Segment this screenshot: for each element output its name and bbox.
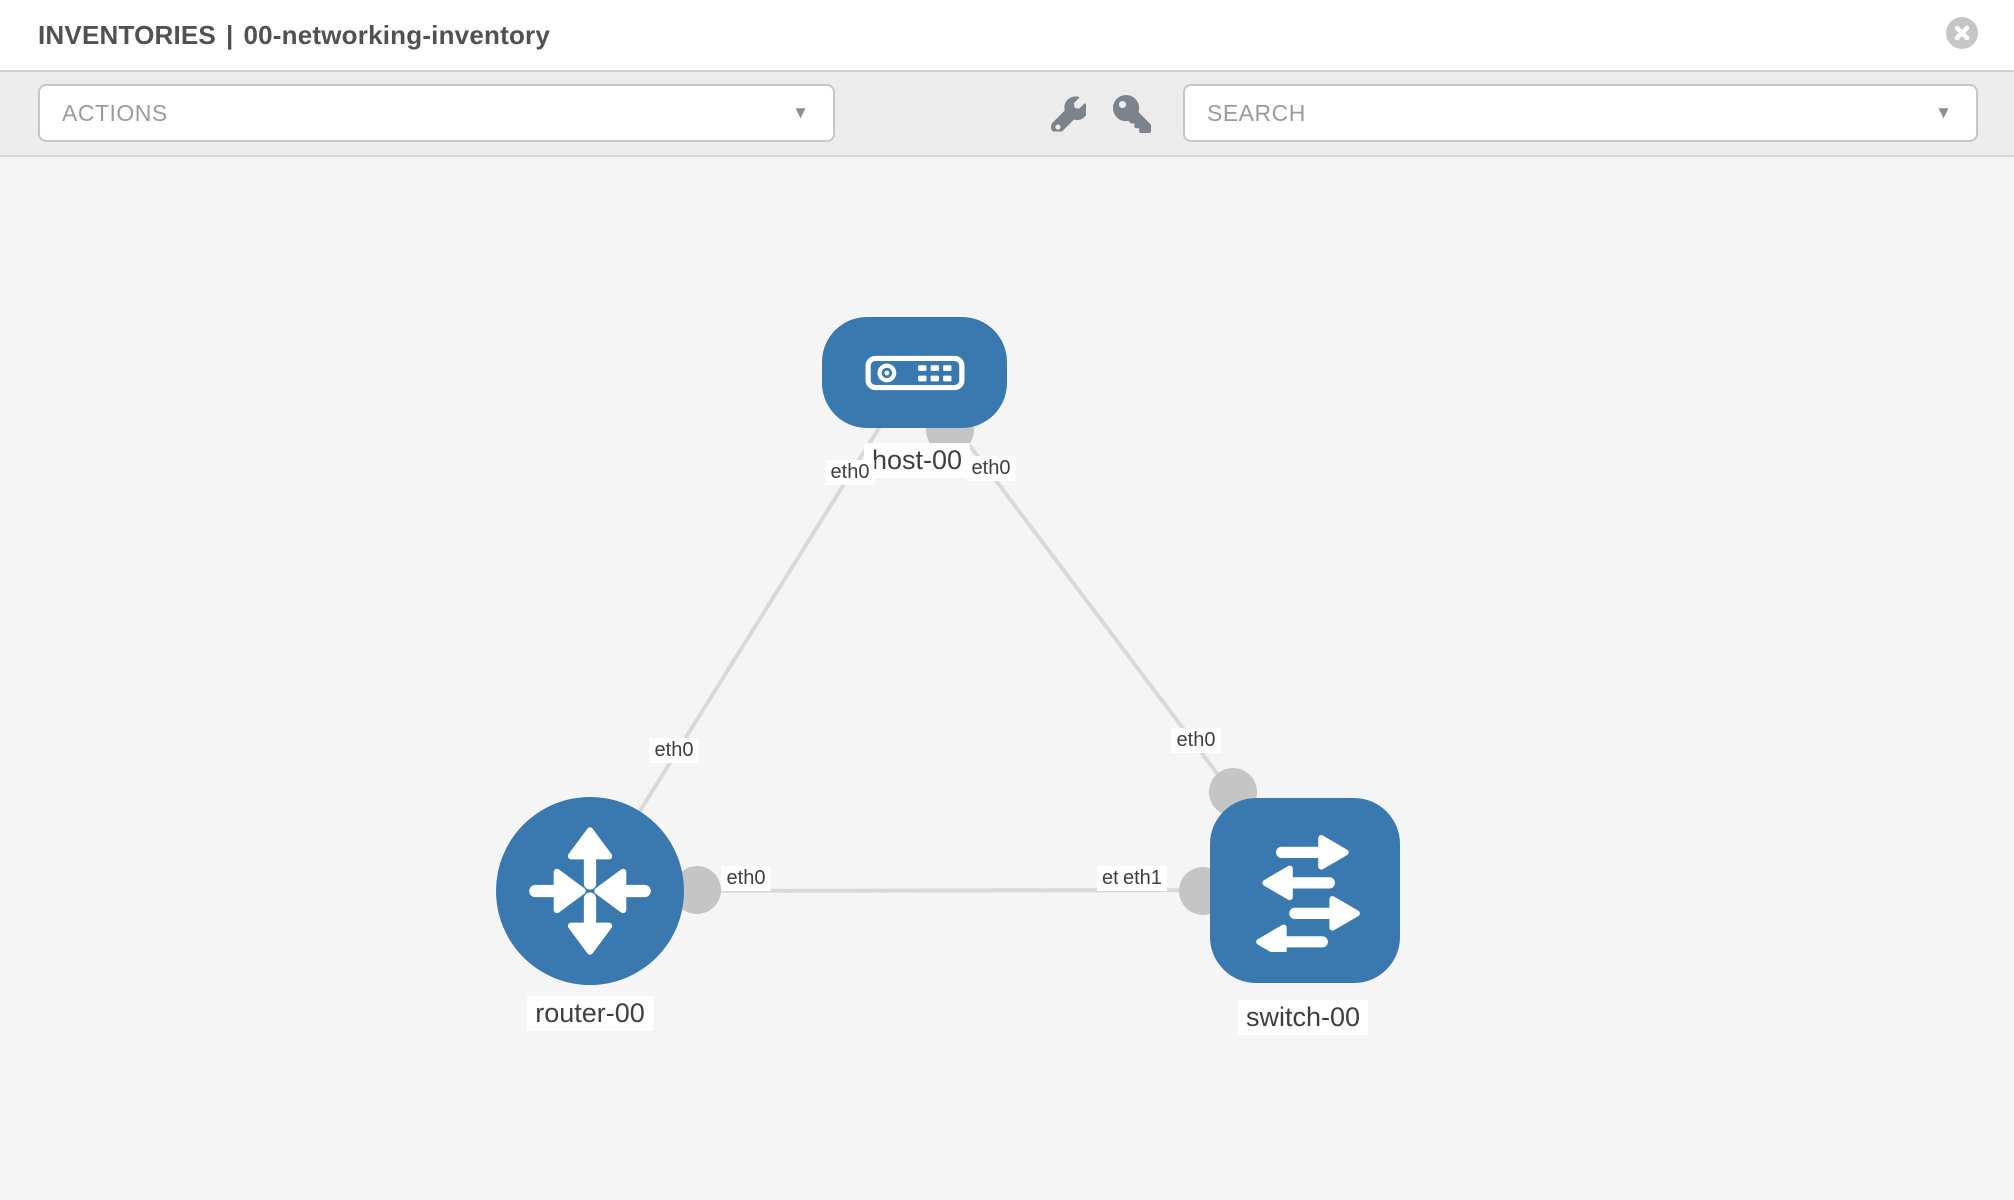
- link-host-router[interactable]: [588, 370, 916, 893]
- breadcrumb-name: 00-networking-inventory: [243, 19, 551, 50]
- node-label-router: router-00: [527, 996, 653, 1031]
- close-icon: [1954, 25, 1970, 41]
- node-router-00[interactable]: [496, 797, 684, 985]
- node-host-00[interactable]: [822, 317, 1007, 428]
- chevron-down-icon: ▼: [1935, 103, 1952, 122]
- close-button[interactable]: [1946, 17, 1978, 49]
- switch-icon: [1256, 834, 1360, 952]
- host-icon: [865, 355, 964, 390]
- iface-label-switch-to-router: eth1: [1118, 866, 1167, 891]
- configure-networking-button[interactable]: [1051, 96, 1086, 131]
- links-layer: [588, 370, 1307, 915]
- iface-label-switch-to-host: eth0: [1171, 728, 1221, 753]
- port-circle: [673, 866, 721, 914]
- credentials-button[interactable]: [1113, 94, 1151, 133]
- iface-label-router-to-host: eth0: [649, 738, 699, 763]
- iface-label-host-to-router: eth0: [825, 460, 875, 485]
- key-icon: [1113, 94, 1151, 133]
- node-label-host: host-00: [863, 443, 971, 478]
- breadcrumb-section: INVENTORIES: [38, 19, 216, 50]
- search-dropdown-label: SEARCH: [1207, 99, 1306, 126]
- node-switch-00[interactable]: [1210, 798, 1400, 983]
- iface-label-router-to-switch: eth0: [721, 866, 771, 891]
- toolbar: ACTIONS ▼ SEARCH ▼: [0, 72, 2014, 157]
- topology-canvas[interactable]: host-00 router-00 switch-00 eth0 eth0 et…: [0, 157, 2014, 1200]
- chevron-down-icon: ▼: [792, 103, 809, 122]
- iface-label-host-to-switch: eth0: [966, 456, 1016, 481]
- search-dropdown[interactable]: SEARCH ▼: [1183, 84, 1978, 142]
- wrench-icon: [1051, 96, 1086, 131]
- router-icon: [529, 827, 651, 955]
- page-title: INVENTORIES | 00-networking-inventory: [38, 0, 550, 70]
- breadcrumb-separator: |: [225, 19, 234, 50]
- actions-dropdown[interactable]: ACTIONS ▼: [38, 84, 835, 142]
- header: INVENTORIES | 00-networking-inventory: [0, 0, 2014, 72]
- actions-dropdown-label: ACTIONS: [62, 99, 168, 126]
- node-label-switch: switch-00: [1237, 1000, 1369, 1035]
